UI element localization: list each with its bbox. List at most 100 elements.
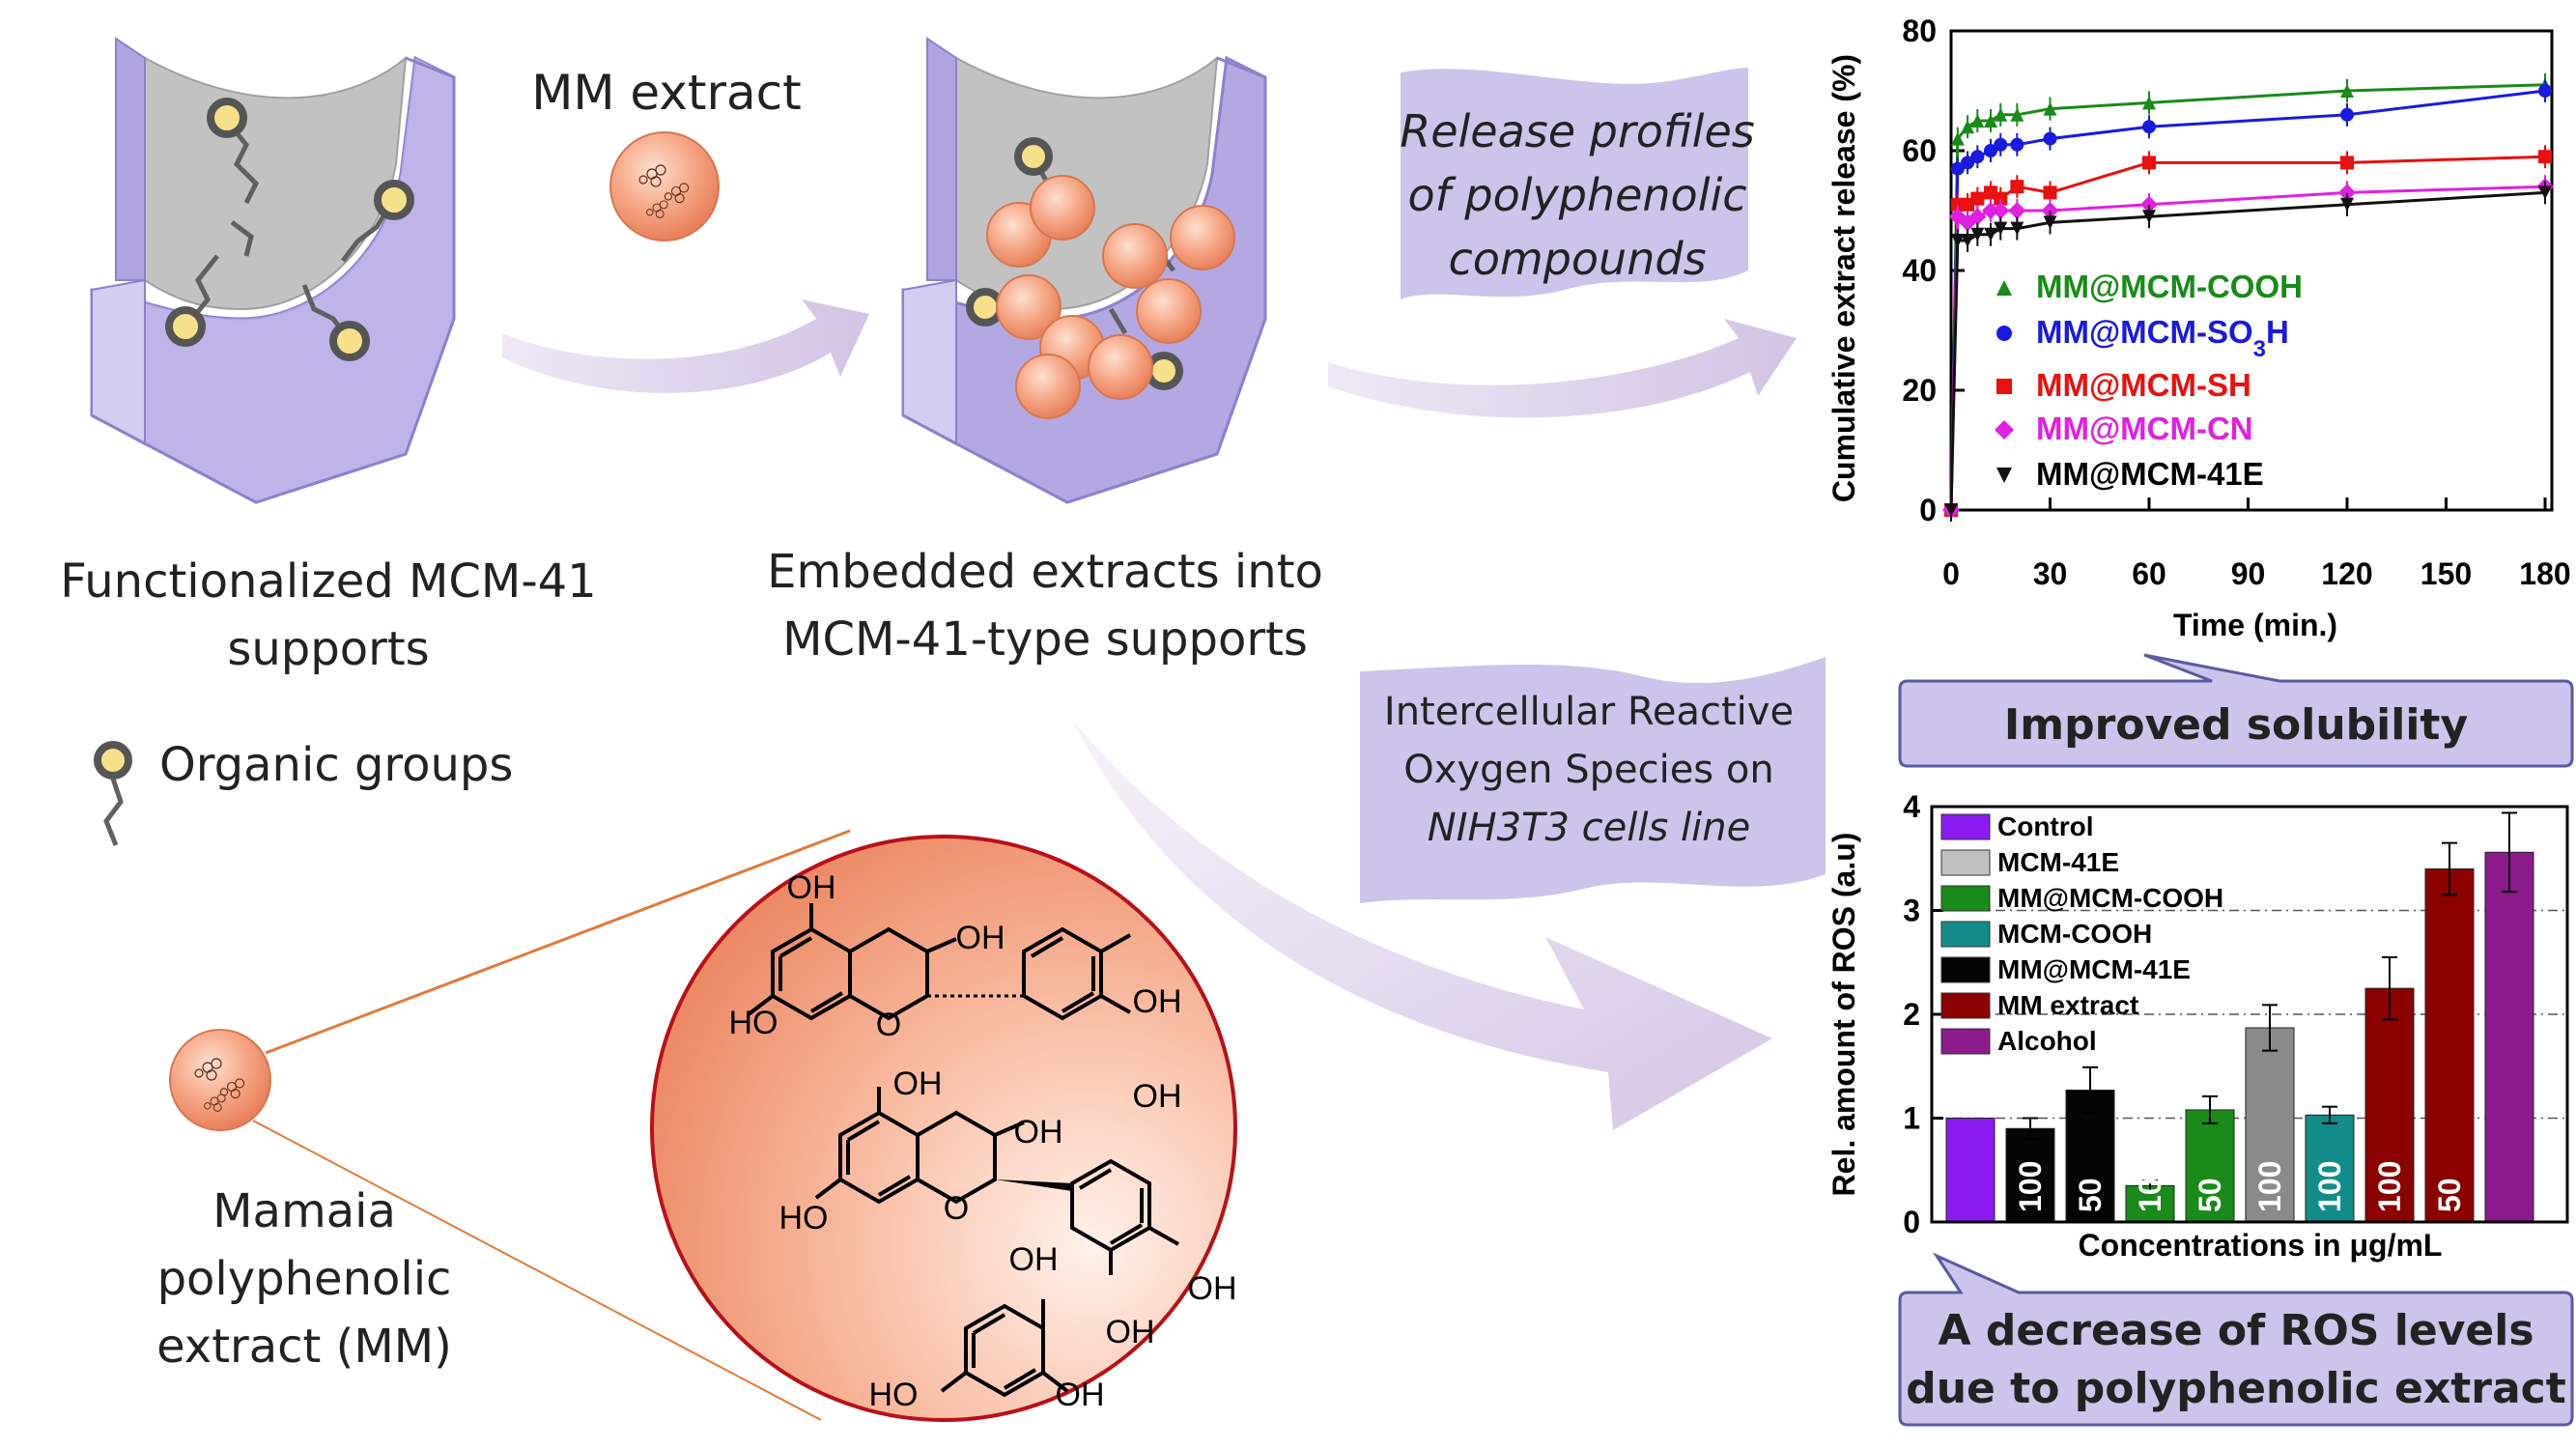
release-data-point [2538, 79, 2552, 102]
ros-ytick-label: 4 [1903, 789, 1920, 824]
svg-text:MM@MCM-SH: MM@MCM-SH [2036, 367, 2251, 403]
embedded-label-line2: MCM-41-type supports [782, 612, 1308, 667]
ros-legend-item: MM@MCM-COOH [1940, 883, 2223, 913]
ros-legend: ControlMCM-41EMM@MCM-COOHMCM-COOHMM@MCM-… [1940, 811, 2223, 1056]
ros-ytick-label: 0 [1903, 1205, 1920, 1239]
ros-banner-line3: NIH3T3 cells line [1428, 806, 1750, 850]
ros-bar-label: 100 [2312, 1161, 2347, 1212]
release-data-point [1961, 151, 1975, 175]
svg-text:MM@MCM-SO3H: MM@MCM-SO3H [2036, 314, 2289, 362]
ros-bar [1945, 1118, 1996, 1223]
release-legend-item: MM@MCM-COOH [1996, 269, 2303, 304]
release-data-point [2340, 151, 2354, 175]
organic-group-heads [165, 98, 414, 361]
svg-text:HO: HO [869, 1377, 919, 1413]
release-data-point [2010, 216, 2024, 241]
ros-legend-item: MCM-COOH [1940, 919, 2152, 949]
svg-text:MM@MCM-41E: MM@MCM-41E [2036, 456, 2264, 492]
improved-solubility-text: Improved solubility [2004, 700, 2468, 750]
release-ytick-label: 20 [1902, 373, 1937, 408]
organic-groups-label: Organic groups [159, 738, 513, 792]
ros-bar: 100 [2005, 1117, 2055, 1223]
ros-bar: 100 [2364, 955, 2415, 1223]
svg-text:HO: HO [729, 1005, 778, 1041]
release-data-point [1994, 216, 2008, 241]
release-xtick-label: 60 [2132, 556, 2166, 591]
ros-decrease-banner: A decrease of ROS levels due to polyphen… [1898, 1252, 2574, 1427]
release-legend-item: MM@MCM-41E [1996, 456, 2264, 492]
arrow-release [1328, 319, 1797, 418]
release-data-point [2538, 181, 2552, 205]
functionalized-label-line2: supports [227, 622, 429, 676]
release-banner-line3: compounds [1448, 233, 1706, 285]
embedded-extract-spheres [986, 175, 1235, 419]
release-legend: MM@MCM-COOHMM@MCM-SO3HMM@MCM-SHMM@MCM-CN… [1995, 269, 2303, 492]
svg-text:OH: OH [1106, 1314, 1155, 1350]
svg-text:OH: OH [893, 1065, 943, 1102]
arrow-ros [1072, 720, 1772, 1130]
svg-text:Alcohol: Alcohol [1997, 1026, 2097, 1056]
release-data-point [1950, 229, 1965, 252]
release-data-point [1984, 109, 1997, 132]
release-data-point [1970, 222, 1985, 246]
svg-text:OH: OH [1133, 1078, 1182, 1115]
ros-bar: 100 [2245, 1004, 2295, 1223]
ros-bar: 50 [2065, 1065, 2115, 1223]
mamaia-label-line1: Mamaia [212, 1184, 396, 1238]
embedded-label-line1: Embedded extracts into [767, 545, 1323, 599]
release-data-point [1961, 229, 1975, 252]
ros-bar-label: 100 [2133, 1161, 2167, 1212]
release-data-point [1982, 199, 1999, 222]
release-ytick-label: 80 [1902, 14, 1937, 48]
release-data-point [1970, 109, 1985, 132]
svg-text:MM@MCM-41E: MM@MCM-41E [1997, 954, 2191, 984]
ros-bar-label: 50 [2193, 1178, 2227, 1212]
release-data-point [2340, 102, 2354, 127]
release-xtick-label: 0 [1942, 556, 1960, 591]
release-data-point [2043, 211, 2057, 235]
ros-bar: 50 [2185, 1094, 2235, 1223]
ros-legend-item: MM@MCM-41E [1940, 954, 2191, 984]
mm-extract-sphere [609, 131, 720, 242]
svg-text:OH: OH [787, 869, 836, 906]
chemistry-atom-labels: OH OH HO O OH OH OH OH HO O OH OH OH HO … [729, 869, 1237, 1413]
release-data-point [1944, 498, 1958, 522]
ros-bar-label: 50 [2432, 1178, 2467, 1212]
ros-banner-line2: Oxygen Species on [1403, 748, 1773, 792]
svg-text:MM extract: MM extract [1997, 990, 2138, 1020]
ros-ytick-label: 1 [1903, 1101, 1920, 1136]
mm-extract-label: MM extract [531, 65, 802, 121]
release-data-point [2142, 151, 2156, 175]
ros-decrease-text-line2: due to polyphenolic extract [1906, 1364, 2566, 1413]
release-legend-item: MM@MCM-SH [1996, 367, 2251, 403]
functionalized-label-line1: Functionalized MCM-41 [60, 554, 596, 609]
svg-text:O: O [944, 1190, 969, 1227]
release-ytick-label: 40 [1902, 253, 1937, 288]
embedded-support-illustration [901, 37, 1267, 504]
improved-solubility-banner: Improved solubility [1898, 653, 2574, 768]
svg-text:MCM-COOH: MCM-COOH [1997, 919, 2152, 949]
ros-legend-item: Alcohol [1940, 1026, 2097, 1056]
ros-legend-item: MCM-41E [1940, 847, 2119, 877]
release-data-point [1984, 222, 1997, 246]
release-xtick-label: 30 [2033, 556, 2068, 591]
release-data-point [1994, 132, 2008, 156]
svg-text:MM@MCM-COOH: MM@MCM-COOH [1997, 883, 2223, 913]
ros-ytick-label: 3 [1903, 894, 1920, 928]
ros-legend-item: MM extract [1940, 990, 2138, 1020]
svg-text:MM@MCM-COOH: MM@MCM-COOH [2036, 269, 2303, 304]
polyphenol-structures-circle [650, 835, 1237, 1422]
release-xtick-label: 90 [2231, 556, 2266, 591]
release-data-point [2010, 132, 2024, 156]
svg-text:OH: OH [1133, 983, 1182, 1020]
release-xtick-label: 120 [2321, 556, 2372, 591]
svg-text:OH: OH [1188, 1270, 1237, 1307]
release-data-point [2043, 127, 2057, 151]
ros-bar-label: 50 [2073, 1178, 2108, 1212]
release-banner-line2: of polyphenolic [1407, 169, 1746, 221]
mamaia-extract-sphere [169, 1029, 271, 1131]
organic-groups-legend-icon [94, 741, 132, 846]
ros-bar: 100 [2305, 1105, 2355, 1223]
